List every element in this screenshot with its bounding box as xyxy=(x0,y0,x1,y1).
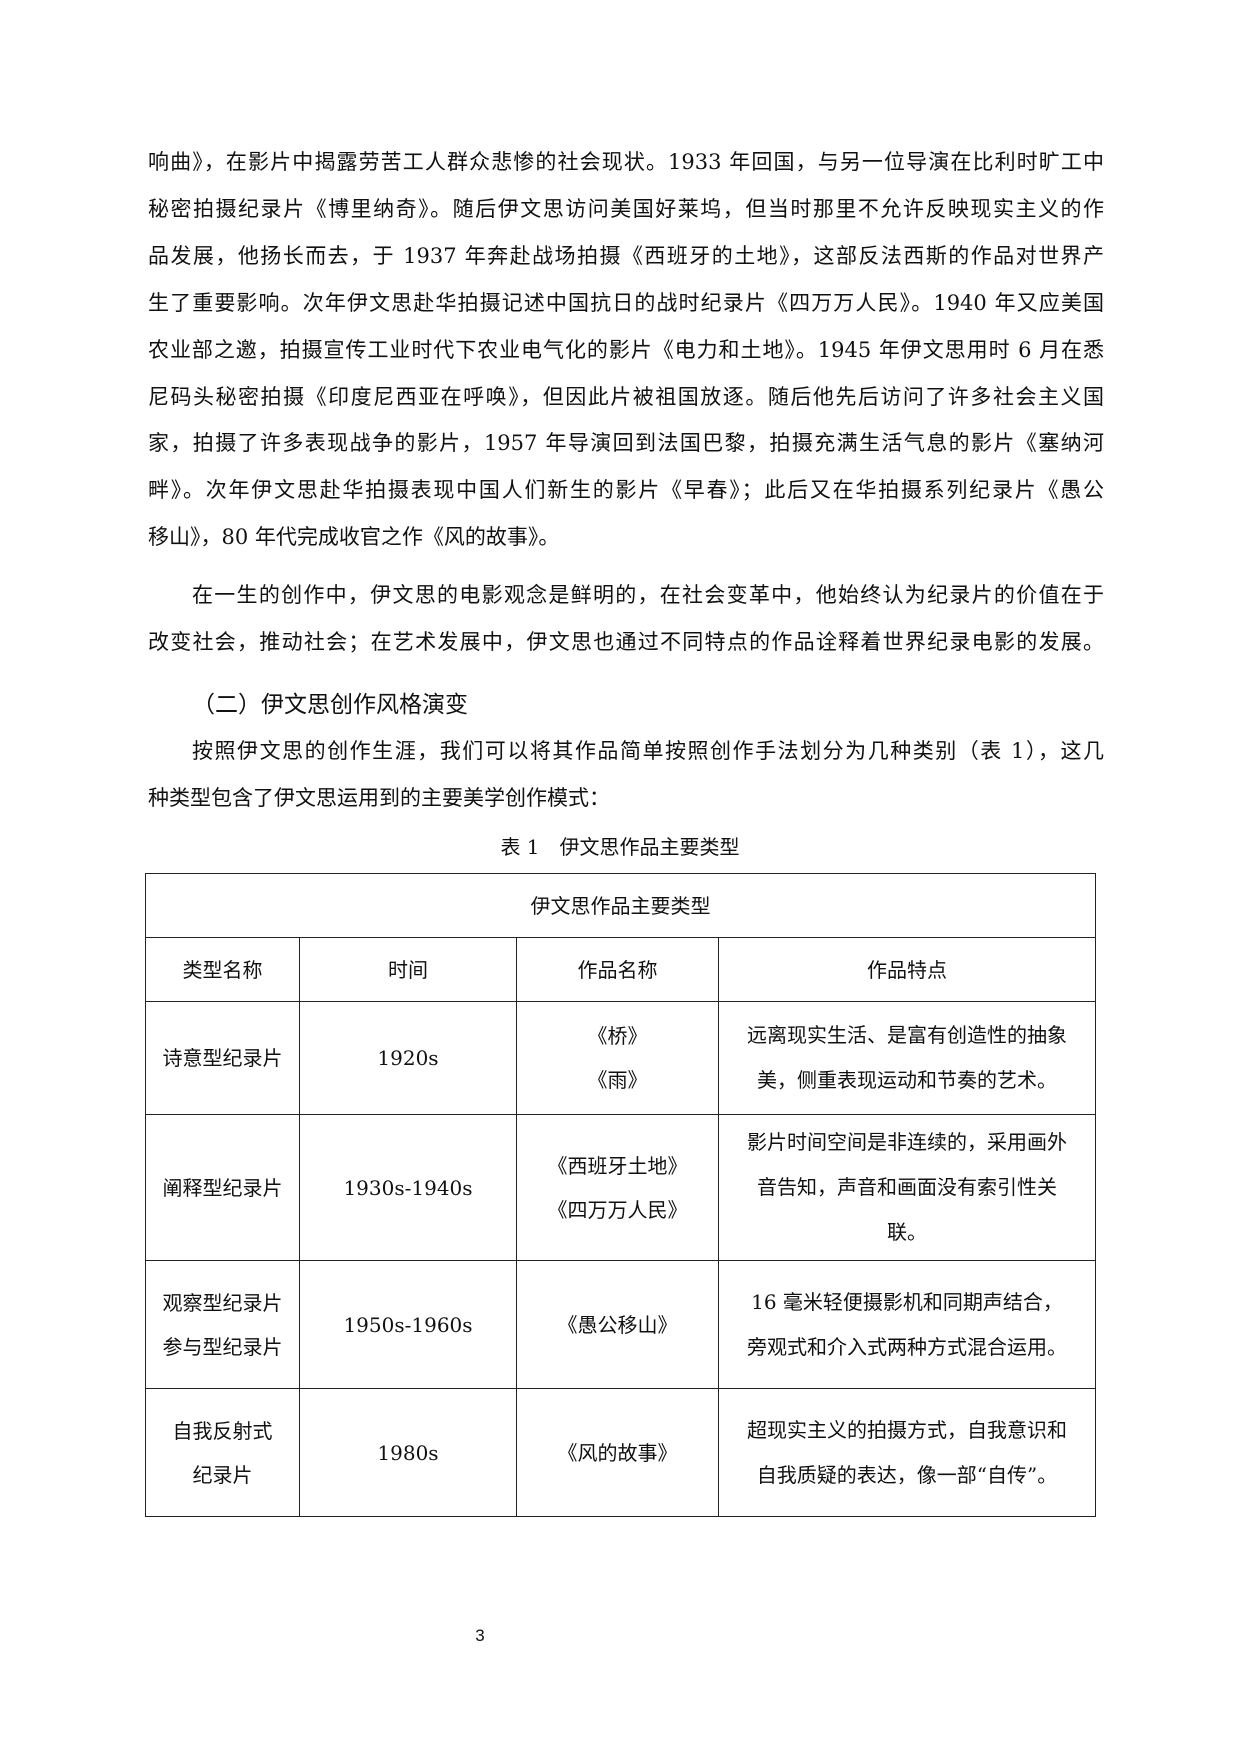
cell-works: 《西班牙土地》 《四万万人民》 xyxy=(516,1114,719,1261)
table-row: 阐释型纪录片 1930s-1940s 《西班牙土地》 《四万万人民》 影片时间空… xyxy=(145,1114,1096,1261)
type-line: 阐释型纪录片 xyxy=(162,1175,283,1200)
table-header-row: 类型名称 时间 作品名称 作品特点 xyxy=(145,937,1096,1002)
work-title: 《桥》 xyxy=(587,1024,648,1048)
cell-type: 观察型纪录片 参与型纪录片 xyxy=(145,1260,300,1389)
text-line: 按照伊文思的创作生涯，我们可以将其作品简单按照创作手法划分为几种类别（表 1），… xyxy=(192,739,1104,763)
feature-line: 联。 xyxy=(887,1220,927,1244)
cell-works: 《桥》 《雨》 xyxy=(516,1001,719,1115)
work-title: 《西班牙土地》 xyxy=(547,1153,688,1178)
cell-works: 《风的故事》 xyxy=(516,1388,719,1517)
cell-type: 诗意型纪录片 xyxy=(145,1001,300,1115)
page-number: 3 xyxy=(475,1626,485,1645)
feature-line: 音告知，声音和画面没有索引性关 xyxy=(757,1175,1057,1199)
type-line: 观察型纪录片 xyxy=(162,1290,283,1315)
cell-period: 1930s-1940s xyxy=(299,1114,517,1261)
type-line: 纪录片 xyxy=(192,1462,253,1487)
table-title-row: 伊文思作品主要类型 xyxy=(145,873,1096,938)
feature-line: 自我质疑的表达，像一部“自传”。 xyxy=(756,1462,1058,1487)
cell-works: 《愚公移山》 xyxy=(516,1260,719,1389)
table-title: 伊文思作品主要类型 xyxy=(145,873,1096,938)
header-works: 作品名称 xyxy=(516,937,719,1002)
table-row: 诗意型纪录片 1920s 《桥》 《雨》 远离现实生活、是富有创造性的抽象 美，… xyxy=(145,1001,1096,1115)
header-type: 类型名称 xyxy=(145,937,300,1002)
work-title: 《四万万人民》 xyxy=(547,1197,688,1222)
header-period: 时间 xyxy=(299,937,517,1002)
table-caption: 表 1 伊文思作品主要类型 xyxy=(500,835,740,859)
section-heading: （二）伊文思创作风格演变 xyxy=(192,692,468,718)
work-title: 《雨》 xyxy=(587,1068,648,1092)
table-row: 自我反射式 纪录片 1980s 《风的故事》 超现实主义的拍摄方式，自我意识和 … xyxy=(145,1388,1096,1517)
cell-features: 超现实主义的拍摄方式，自我意识和 自我质疑的表达，像一部“自传”。 xyxy=(718,1388,1096,1517)
text-line: 家，拍摄了许多表现战争的影片，1957 年导演回到法国巴黎，拍摄充满生活气息的影… xyxy=(148,431,1104,455)
table-row: 观察型纪录片 参与型纪录片 1950s-1960s 《愚公移山》 16 毫米轻便… xyxy=(145,1260,1096,1389)
cell-features: 16 毫米轻便摄影机和同期声结合， 旁观式和介入式两种方式混合运用。 xyxy=(718,1260,1096,1389)
text-line: 尼码头秘密拍摄《印度尼西亚在呼唤》，但因此片被祖国放逐。随后他先后访问了许多社会… xyxy=(148,385,1104,409)
work-title: 《风的故事》 xyxy=(557,1440,678,1465)
type-line: 参与型纪录片 xyxy=(162,1334,283,1359)
feature-line: 影片时间空间是非连续的，采用画外 xyxy=(747,1130,1067,1154)
cell-features: 远离现实生活、是富有创造性的抽象 美，侧重表现运动和节奏的艺术。 xyxy=(718,1001,1096,1115)
text-line: 农业部之邀，拍摄宣传工业时代下农业电气化的影片《电力和土地》。1945 年伊文思… xyxy=(148,338,1104,362)
cell-period: 1950s-1960s xyxy=(299,1260,517,1389)
text-line: 生了重要影响。次年伊文思赴华拍摄记述中国抗日的战时纪录片《四万万人民》。1940… xyxy=(148,291,1104,315)
header-features: 作品特点 xyxy=(718,937,1096,1002)
work-title: 《愚公移山》 xyxy=(557,1312,678,1337)
text-line: 种类型包含了伊文思运用到的主要美学创作模式： xyxy=(148,786,610,810)
feature-line: 16 毫米轻便摄影机和同期声结合， xyxy=(751,1289,1063,1314)
cell-period: 1980s xyxy=(299,1388,517,1517)
text-line: 在一生的创作中，伊文思的电影观念是鲜明的，在社会变革中，他始终认为纪录片的价值在… xyxy=(192,583,1104,607)
text-line: 品发展，他扬长而去，于 1937 年奔赴战场拍摄《西班牙的土地》，这部反法西斯的… xyxy=(148,244,1104,268)
feature-line: 美，侧重表现运动和节奏的艺术。 xyxy=(757,1068,1057,1092)
type-line: 诗意型纪录片 xyxy=(162,1046,283,1070)
cell-features: 影片时间空间是非连续的，采用画外 音告知，声音和画面没有索引性关 联。 xyxy=(718,1114,1096,1261)
text-line: 响曲》，在影片中揭露劳苦工人群众悲惨的社会现状。1933 年回国，与另一位导演在… xyxy=(148,150,1104,174)
cell-type: 自我反射式 纪录片 xyxy=(145,1388,300,1517)
text-line: 畔》。次年伊文思赴华拍摄表现中国人们新生的影片《早春》；此后又在华拍摄系列纪录片… xyxy=(148,478,1104,502)
works-table: 伊文思作品主要类型 类型名称 时间 作品名称 作品特点 诗意型纪录片 1920s… xyxy=(145,873,1096,1517)
text-line: 秘密拍摄纪录片《博里纳奇》。随后伊文思访问美国好莱坞，但当时那里不允许反映现实主… xyxy=(148,197,1104,221)
feature-line: 远离现实生活、是富有创造性的抽象 xyxy=(747,1023,1067,1047)
type-line: 自我反射式 xyxy=(172,1418,273,1443)
text-line: 移山》，80 年代完成收官之作《风的故事》。 xyxy=(148,525,560,549)
text-line: 改变社会，推动社会；在艺术发展中，伊文思也通过不同特点的作品诠释着世界纪录电影的… xyxy=(148,630,1104,654)
cell-period: 1920s xyxy=(299,1001,517,1115)
feature-line: 超现实主义的拍摄方式，自我意识和 xyxy=(747,1417,1067,1442)
cell-type: 阐释型纪录片 xyxy=(145,1114,300,1261)
feature-line: 旁观式和介入式两种方式混合运用。 xyxy=(747,1334,1067,1359)
